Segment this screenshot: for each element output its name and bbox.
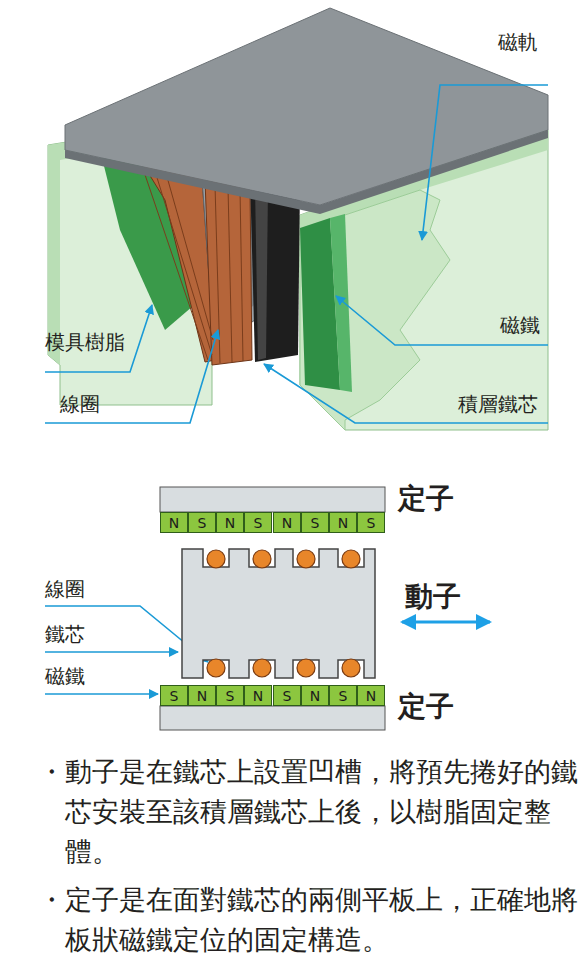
magnet-pole: S <box>357 512 385 533</box>
stator-label: 定子 <box>398 690 454 724</box>
part-label: 積層鐵芯 <box>458 392 538 416</box>
magnet-pole: N <box>216 512 244 533</box>
pole-letter: N <box>366 688 376 704</box>
motor-cutaway <box>48 8 548 430</box>
part-label: 線圈 <box>45 577 85 601</box>
pole-letter: N <box>169 515 179 531</box>
magnet-pole: N <box>244 685 272 706</box>
magnet-pole: S <box>329 685 357 706</box>
part-label: 磁鐵 <box>45 664 85 688</box>
pole-letter: N <box>338 515 348 531</box>
pole-letter: N <box>225 515 235 531</box>
magnet-pole: S <box>188 512 216 533</box>
pole-letter: N <box>310 688 320 704</box>
pole-letter: S <box>283 688 292 704</box>
magnet-pole: S <box>301 512 329 533</box>
part-label: 鐵芯 <box>45 622 85 646</box>
part-label: 模具樹脂 <box>45 330 125 354</box>
pole-letter: S <box>311 515 320 531</box>
bullet-note: ・定子是在面對鐵芯的兩側平板上，正確地將板狀磁鐵定位的固定構造。 <box>38 880 581 960</box>
pole-letter: S <box>170 688 179 704</box>
pole-letter: N <box>282 515 292 531</box>
part-label: 磁軌 <box>498 30 538 54</box>
part-label: 線圈 <box>60 392 100 416</box>
stator-label: 定子 <box>398 482 454 516</box>
part-label: 磁鐵 <box>500 313 540 337</box>
magnet-pole: N <box>329 512 357 533</box>
pole-letter: N <box>253 688 263 704</box>
magnet-pole: N <box>160 512 188 533</box>
pole-letter: S <box>226 688 235 704</box>
magnet-pole: N <box>188 685 216 706</box>
magnet-pole: N <box>273 512 301 533</box>
pole-letter: S <box>367 515 376 531</box>
pole-letter: N <box>197 688 207 704</box>
magnet-pole: S <box>273 685 301 706</box>
mover-label: 動子 <box>405 580 461 614</box>
magnet-pole: S <box>244 512 272 533</box>
magnet-pole: N <box>357 685 385 706</box>
pole-letter: S <box>254 515 263 531</box>
magnet-pole: S <box>160 685 188 706</box>
bullet-note: ・動子是在鐵芯上設置凹槽，將預先捲好的鐵芯安裝至該積層鐵芯上後，以樹脂固定整體。 <box>38 752 581 872</box>
pole-letter: S <box>198 515 207 531</box>
linear-motor-schematic <box>160 487 490 730</box>
pole-letter: S <box>339 688 348 704</box>
magnet-pole: N <box>301 685 329 706</box>
leader-lines <box>45 85 548 694</box>
magnet-pole: S <box>216 685 244 706</box>
